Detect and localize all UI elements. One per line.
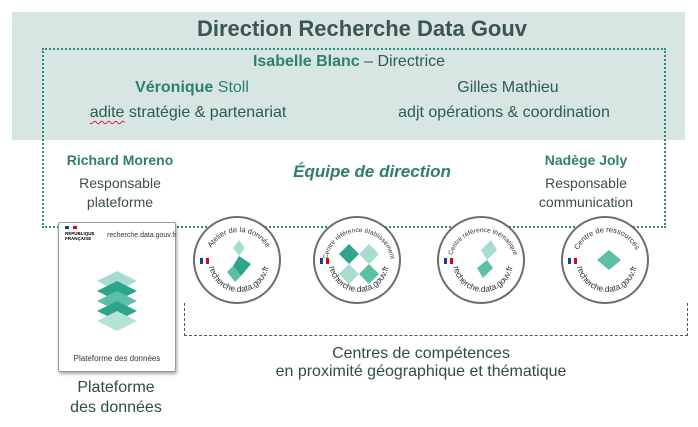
lead-platform-role-1: Responsable	[79, 175, 161, 191]
platform-card-caption: Plateforme des données	[73, 354, 161, 363]
platform-label-1: Plateforme	[77, 379, 155, 396]
badge-thematique: Centre référence thématique recherche.da…	[437, 216, 525, 304]
platform-card-url: recherche.data.gouv.fr	[107, 232, 177, 239]
platform-logo-icon	[97, 271, 137, 331]
lead-platform-name: Richard Moreno	[66, 152, 174, 168]
svg-text:Centre référence établissement: Centre référence établissement	[322, 227, 395, 260]
deputy-strategy-last: Stoll	[217, 79, 249, 96]
deputy-strategy-role: adite stratégie & partenariat	[90, 104, 287, 122]
platform-label-2: des données	[70, 399, 162, 416]
svg-text:recherche.data.gouv.fr: recherche.data.gouv.fr	[575, 265, 638, 294]
flag-icon	[320, 258, 329, 264]
centres-bracket	[184, 303, 688, 336]
centres-label-1: Centres de compétences	[332, 345, 510, 362]
flag-icon	[568, 258, 577, 264]
deputy-operations-last: Mathieu	[501, 79, 559, 96]
svg-text:Centre de ressources: Centre de ressources	[572, 225, 642, 251]
directrice-line: Isabelle Blanc – Directrice	[253, 53, 445, 71]
svg-text:recherche.data.gouv.fr: recherche.data.gouv.fr	[327, 265, 390, 294]
lead-platform-role-2: plateforme	[86, 194, 154, 210]
deputy-operations-role: adjt opérations & coordination	[398, 104, 610, 121]
deputy-strategy-role-text: stratégie & partenariat	[128, 104, 287, 121]
badge-ressources-url: recherche.data.gouv.fr	[575, 265, 638, 294]
deputy-operations-name: Gilles Mathieu	[457, 79, 558, 97]
badge-ressources-label: Centre de ressources	[572, 225, 642, 251]
badge-ressources: Centre de ressources recherche.data.gouv…	[561, 216, 649, 304]
header-band	[12, 12, 685, 140]
lead-communication-role-1: Responsable	[545, 175, 627, 191]
badge-etablissement-url: recherche.data.gouv.fr	[327, 265, 390, 294]
platform-card: RÉPUBLIQUE FRANÇAISE recherche.data.gouv…	[58, 222, 177, 372]
badge-atelier: Atelier de la donnée recherche.data.gouv…	[193, 216, 281, 304]
deputy-strategy-role-abbrev: adite	[89, 104, 125, 121]
team-label: Équipe de direction	[293, 162, 451, 181]
lead-communication-role-2: communication	[538, 194, 634, 210]
flag-icon	[200, 258, 209, 264]
deputy-operations-first: Gilles	[457, 79, 498, 96]
deputy-strategy-name: Véronique Stoll	[135, 79, 249, 97]
directrice-name: Isabelle Blanc	[252, 53, 360, 70]
lead-communication-name: Nadège Joly	[544, 152, 628, 168]
page-title: Direction Recherche Data Gouv	[196, 16, 528, 41]
flag-icon	[444, 258, 453, 264]
badge-etablissement: Centre référence établissement recherche…	[313, 216, 401, 304]
flag-icon	[65, 226, 77, 229]
deputy-strategy-first: Véronique	[135, 79, 214, 96]
republic-logo: RÉPUBLIQUE FRANÇAISE	[65, 231, 95, 241]
badge-etablissement-label: Centre référence établissement	[322, 227, 395, 260]
centres-label-2: en proximité géographique et thématique	[275, 363, 567, 380]
directrice-role: – Directrice	[364, 53, 446, 70]
